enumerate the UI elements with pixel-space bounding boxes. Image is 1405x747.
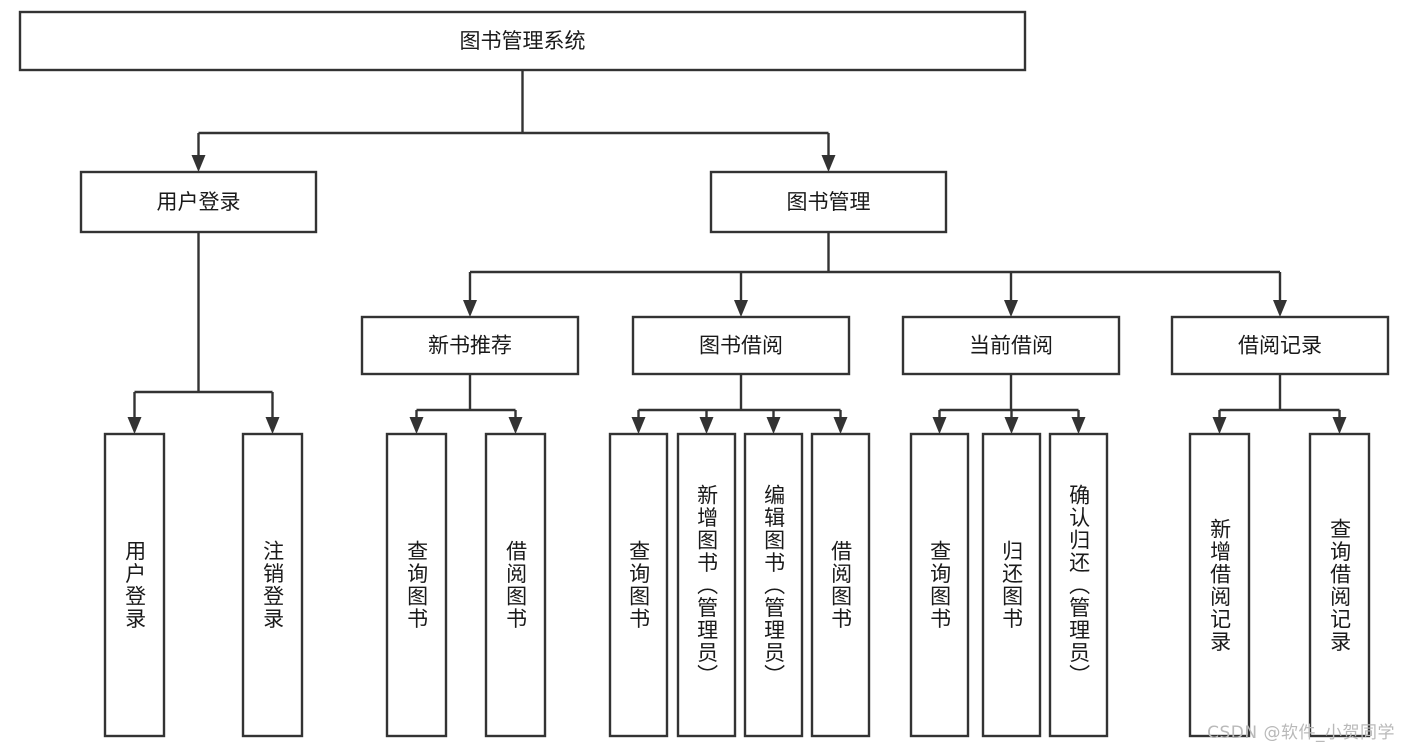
arrow-head-user-login-leaves-1 — [265, 417, 280, 434]
arrow-head-book-borrow-leaves-1 — [699, 417, 714, 434]
arrow-head-book-manage-0 — [463, 300, 477, 317]
node-box-leaf-return-book[interactable] — [981, 432, 1042, 738]
arrow-head-current-borrow-leaves-0 — [932, 417, 947, 434]
arrow-head-new-book-leaves-0 — [409, 417, 424, 434]
arrow-head-borrow-record-leaves-1 — [1332, 417, 1347, 434]
node-label-root: 图书管理系统 — [460, 29, 586, 53]
connectors-layer — [127, 70, 1347, 434]
node-box-leaf-query-book-2[interactable] — [608, 432, 669, 738]
arrow-head-root-0 — [191, 155, 206, 172]
node-box-leaf-logout[interactable] — [241, 432, 304, 738]
node-box-leaf-add-book[interactable] — [676, 432, 737, 738]
node-box-leaf-user-login[interactable] — [103, 432, 166, 738]
node-box-user-login[interactable] — [79, 170, 318, 234]
node-box-root[interactable] — [18, 10, 1027, 72]
node-box-leaf-add-record[interactable] — [1188, 432, 1251, 738]
arrow-head-new-book-leaves-1 — [508, 417, 523, 434]
node-box-leaf-query-book-3[interactable] — [909, 432, 970, 738]
node-box-current-borrow[interactable] — [901, 315, 1121, 376]
arrow-head-borrow-record-leaves-0 — [1212, 417, 1227, 434]
node-label-book-manage: 图书管理 — [787, 190, 871, 214]
arrow-head-book-borrow-leaves-0 — [631, 417, 646, 434]
node-box-leaf-edit-book[interactable] — [743, 432, 804, 738]
node-box-leaf-borrow-book-2[interactable] — [810, 432, 871, 738]
node-box-book-borrow[interactable] — [631, 315, 851, 376]
node-label-user-login: 用户登录 — [157, 190, 241, 214]
arrow-head-user-login-leaves-0 — [127, 417, 142, 434]
arrow-head-book-manage-3 — [1273, 300, 1287, 317]
node-box-leaf-borrow-book-1[interactable] — [484, 432, 547, 738]
arrow-head-current-borrow-leaves-2 — [1071, 417, 1086, 434]
node-box-leaf-query-record[interactable] — [1308, 432, 1371, 738]
node-box-leaf-confirm-return[interactable] — [1048, 432, 1109, 738]
arrow-head-book-borrow-leaves-3 — [833, 417, 848, 434]
node-box-new-book[interactable] — [360, 315, 580, 376]
node-label-borrow-record: 借阅记录 — [1238, 334, 1322, 358]
arrow-head-root-1 — [821, 155, 836, 172]
arrow-head-book-manage-2 — [1004, 300, 1018, 317]
node-box-leaf-query-book-1[interactable] — [385, 432, 448, 738]
arrow-head-current-borrow-leaves-1 — [1004, 417, 1019, 434]
node-label-current-borrow: 当前借阅 — [969, 334, 1053, 358]
csdn-watermark: CSDN @软件_小贺同学 — [1207, 723, 1395, 743]
node-label-new-book: 新书推荐 — [428, 334, 512, 358]
node-label-book-borrow: 图书借阅 — [699, 334, 783, 358]
node-boxes-layer — [18, 10, 1390, 738]
node-box-book-manage[interactable] — [709, 170, 948, 234]
arrow-head-book-borrow-leaves-2 — [766, 417, 781, 434]
node-box-borrow-record[interactable] — [1170, 315, 1390, 376]
arrow-head-book-manage-1 — [734, 300, 748, 317]
